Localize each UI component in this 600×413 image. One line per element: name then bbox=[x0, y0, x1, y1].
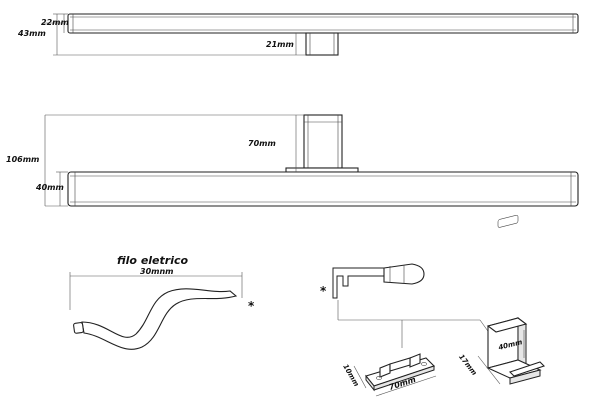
top-height-label: 22mm bbox=[41, 18, 69, 27]
front-view-bar bbox=[67, 171, 579, 207]
mounting-block: 40mm 17mm bbox=[457, 214, 546, 385]
mounting-clip-detail: * 10mm 70mm bbox=[320, 214, 546, 397]
front-bar-label: 40mm bbox=[35, 183, 64, 192]
front-total-label: 106mm bbox=[6, 155, 39, 164]
clip-note-marker: * bbox=[320, 284, 327, 298]
electric-wire-detail: filo eletrico 30mnm * bbox=[69, 254, 255, 350]
wire-end-plug bbox=[73, 322, 84, 334]
top-bracket-label: 21mm bbox=[266, 40, 294, 49]
wire-title: filo eletrico bbox=[117, 254, 188, 267]
plate-width-label: 10mm bbox=[341, 363, 360, 388]
front-view-bracket bbox=[303, 114, 343, 169]
block-side-label: 17mm bbox=[457, 353, 478, 377]
front-view-base-plate bbox=[285, 167, 359, 173]
front-bracket-label: 70mm bbox=[248, 139, 276, 148]
mounting-plate: 10mm 70mm bbox=[341, 353, 437, 397]
top-view: 22mm 43mm 21mm bbox=[17, 13, 579, 56]
front-view: 70mm 106mm 40mm bbox=[6, 114, 579, 207]
top-total-label: 43mm bbox=[17, 29, 46, 38]
wire-cable bbox=[81, 288, 238, 350]
clip-hook bbox=[332, 267, 391, 299]
wire-note-marker: * bbox=[248, 299, 255, 313]
wire-length-label: 30mnm bbox=[140, 267, 174, 276]
top-view-bracket bbox=[305, 32, 339, 56]
block-slot bbox=[497, 214, 519, 228]
